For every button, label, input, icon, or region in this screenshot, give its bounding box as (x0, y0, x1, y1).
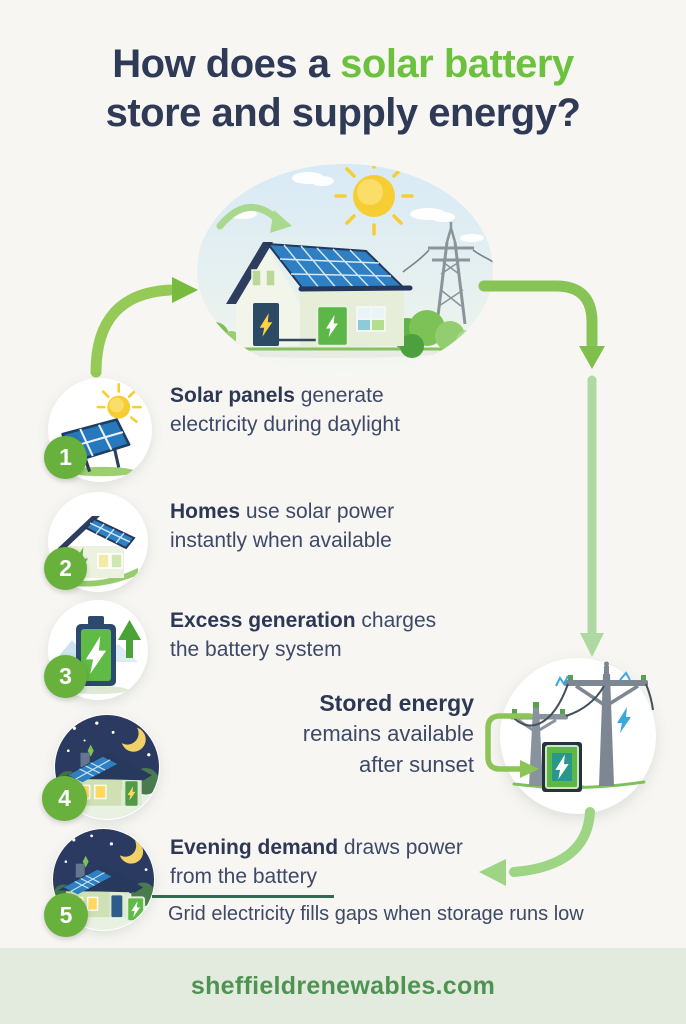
pylon-icon (428, 222, 474, 325)
step-4-rest: remains available after sunset (302, 721, 474, 777)
step-4-keyword: Stored energy (319, 690, 474, 716)
step-1-rest: generate electricity during daylight (170, 384, 400, 436)
step-2-number-badge: 2 (44, 547, 87, 590)
windows (97, 553, 123, 569)
moon-icon (116, 722, 146, 752)
title-line-2: store and supply energy? (105, 90, 581, 135)
electric-sparks (555, 671, 631, 687)
step-3-text: Excess generation charges the battery sy… (170, 607, 470, 664)
step-number: 1 (59, 444, 72, 470)
hero-solar-home-illustration (197, 164, 493, 376)
note-divider-line (152, 895, 334, 898)
step-5-rest: draws power from the battery (170, 836, 463, 888)
arrow-down-to-grid (580, 375, 604, 657)
step-1-number-badge: 1 (44, 436, 87, 479)
step-number: 4 (58, 785, 71, 811)
step-5-keyword: Evening demand (170, 836, 339, 859)
lit-window (86, 896, 99, 911)
step-5-number-badge: 5 (44, 893, 88, 937)
sun-icon (334, 164, 414, 236)
step-1-keyword: Solar panels (170, 384, 295, 407)
step-3-number-badge: 3 (44, 655, 87, 698)
insulators (512, 675, 646, 714)
website-url: sheffieldrenewables.com (190, 971, 496, 1000)
title-prefix: How does a (112, 42, 341, 86)
gable-window (265, 269, 276, 287)
moon-icon (114, 834, 144, 864)
step-5-text: Evening demand draws power from the batt… (170, 834, 500, 891)
step-3-keyword: Excess generation (170, 609, 356, 632)
step-2-rest: use solar power instantly when available (170, 500, 395, 552)
clouds (229, 172, 484, 242)
step-number: 3 (59, 663, 72, 689)
step-2-keyword: Homes (170, 500, 241, 523)
stored-energy-circle (500, 658, 656, 814)
step-4-number-badge: 4 (42, 776, 87, 821)
step-2-text: Homes use solar power instantly when ava… (170, 498, 460, 555)
title-line-1: How does a solar battery (0, 40, 686, 89)
step-4-text: Stored energy remains available after su… (274, 688, 474, 780)
gable-window (251, 269, 262, 287)
wall-windows (356, 306, 386, 332)
step-3-rest: charges the battery system (170, 609, 437, 661)
charge-arrow-icon (216, 203, 292, 233)
step-number: 5 (59, 901, 73, 928)
step-1-text: Solar panels generate electricity during… (170, 382, 470, 439)
house-icon (226, 242, 413, 348)
up-arrow (118, 620, 141, 658)
title-highlight: solar battery (340, 42, 574, 86)
footer-band: sheffieldrenewables.com (0, 948, 686, 1024)
roof-solar-panels (265, 242, 413, 292)
step-number: 2 (59, 555, 72, 581)
grid-battery-box (542, 742, 582, 792)
page-title: How does a solar battery store and suppl… (0, 40, 686, 138)
power-lines (402, 249, 493, 273)
door (111, 895, 123, 918)
grid-poles-battery-icon (501, 659, 655, 813)
grass (68, 466, 136, 477)
sun-icon (96, 382, 142, 423)
grid-backup-note: Grid electricity fills gaps when storage… (168, 903, 584, 925)
lit-window (94, 784, 107, 800)
